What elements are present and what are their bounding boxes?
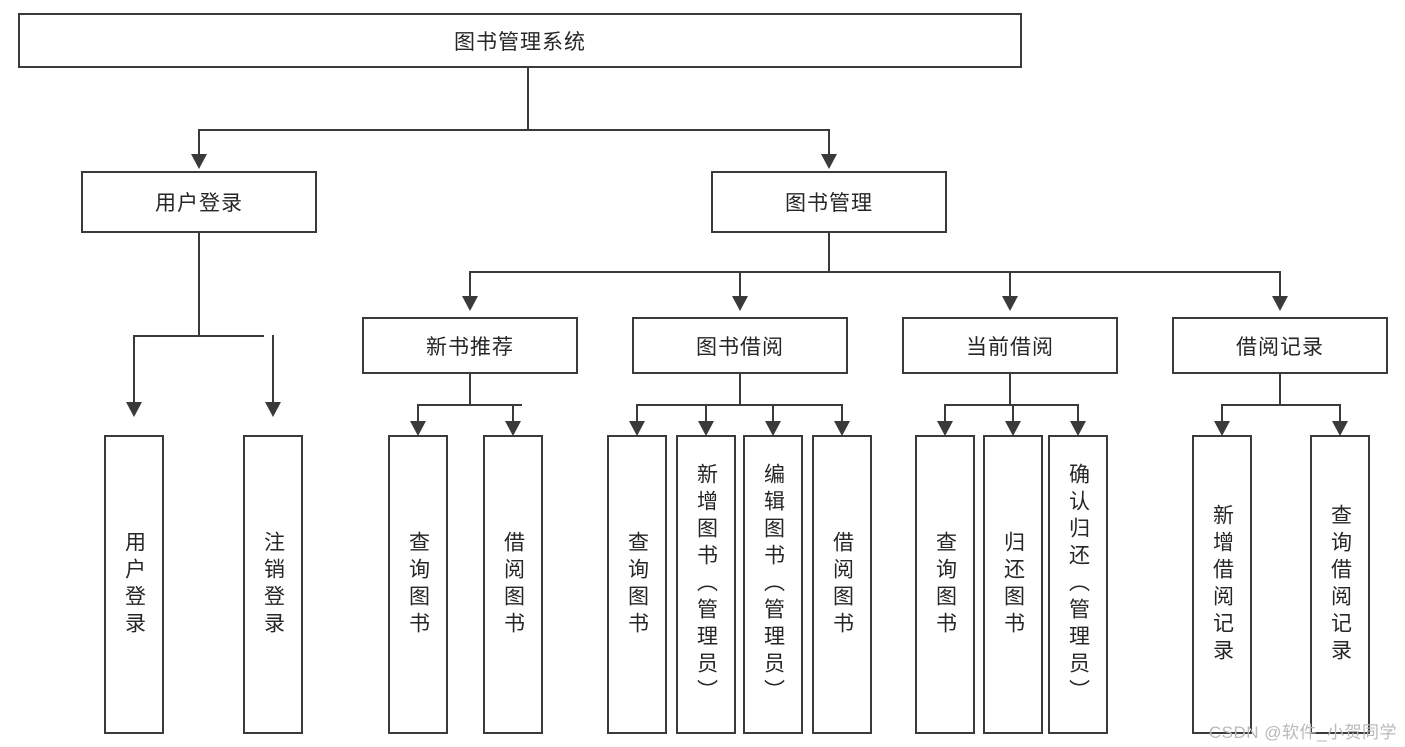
connector-bookmgmt-bus [469, 271, 1280, 273]
node-label: 查询图书 [406, 530, 430, 639]
leaf-query-borrow-record[interactable]: 查询借阅记录 [1310, 435, 1370, 734]
leaf-borrow-book-recommend[interactable]: 借阅图书 [483, 435, 543, 734]
node-label: 图书借阅 [696, 335, 784, 359]
leaf-add-book-admin[interactable]: 新增图书（管理员） [676, 435, 736, 734]
connector-bookborrow-to-leaf1 [636, 404, 638, 422]
connector-userlogin-to-leaf1 [133, 335, 135, 403]
connector-bookborrow-bus [636, 404, 842, 406]
connector-bookborrow-to-leaf2 [705, 404, 707, 422]
arrowhead-root-to-userlogin [191, 154, 207, 169]
leaf-user-login[interactable]: 用户登录 [104, 435, 164, 734]
node-root-system[interactable]: 图书管理系统 [18, 13, 1022, 68]
node-label: 新增借阅记录 [1210, 503, 1234, 666]
arrowhead-bookborrow-to-leaf1 [629, 421, 645, 436]
node-user-login[interactable]: 用户登录 [81, 171, 317, 233]
leaf-borrow-book[interactable]: 借阅图书 [812, 435, 872, 734]
arrowhead-userlogin-to-leaf2 [265, 402, 281, 417]
node-current-borrow[interactable]: 当前借阅 [902, 317, 1118, 374]
leaf-query-book-current[interactable]: 查询图书 [915, 435, 975, 734]
arrowhead-root-to-bookmgmt [821, 154, 837, 169]
connector-root-to-bookmgmt [828, 129, 830, 155]
connector-root-stem [527, 68, 529, 130]
node-label: 用户登录 [122, 530, 146, 639]
arrowhead-currentborrow-to-leaf2 [1005, 421, 1021, 436]
leaf-add-borrow-record[interactable]: 新增借阅记录 [1192, 435, 1252, 734]
node-label: 用户登录 [155, 192, 243, 215]
node-label: 编辑图书（管理员） [761, 463, 785, 706]
arrowhead-bookmgmt-to-c2 [732, 296, 748, 311]
arrowhead-borrowrecord-to-leaf2 [1332, 421, 1348, 436]
connector-root-to-userlogin [198, 129, 200, 155]
node-book-management[interactable]: 图书管理 [711, 171, 947, 233]
connector-newbook-to-leaf2 [512, 404, 514, 422]
connector-bookmgmt-to-c2 [739, 271, 741, 297]
leaf-logout[interactable]: 注销登录 [243, 435, 303, 734]
leaf-return-book[interactable]: 归还图书 [983, 435, 1043, 734]
connector-borrowrecord-bus [1221, 404, 1340, 406]
connector-newbook-stem [469, 374, 471, 405]
connector-currentborrow-to-leaf2 [1012, 404, 1014, 422]
connector-userlogin-bus [133, 335, 264, 337]
connector-userlogin-to-leaf2 [272, 335, 274, 403]
connector-bookmgmt-to-c1 [469, 271, 471, 297]
connector-root-bus [198, 129, 829, 131]
connector-currentborrow-bus [944, 404, 1078, 406]
arrowhead-bookmgmt-to-c4 [1272, 296, 1288, 311]
node-label: 借阅记录 [1236, 335, 1324, 359]
connector-bookborrow-to-leaf4 [841, 404, 843, 422]
connector-bookmgmt-to-c4 [1279, 271, 1281, 297]
node-label: 归还图书 [1001, 530, 1025, 639]
node-label: 借阅图书 [830, 530, 854, 639]
node-label: 确认归还（管理员） [1066, 463, 1090, 706]
node-label: 图书管理 [785, 192, 873, 215]
connector-userlogin-stem [198, 233, 200, 336]
arrowhead-newbook-to-leaf1 [410, 421, 426, 436]
arrowhead-bookborrow-to-leaf4 [834, 421, 850, 436]
node-book-borrow[interactable]: 图书借阅 [632, 317, 848, 374]
node-label: 当前借阅 [966, 335, 1054, 359]
node-label: 查询借阅记录 [1328, 503, 1352, 666]
arrowhead-bookmgmt-to-c1 [462, 296, 478, 311]
arrowhead-bookmgmt-to-c3 [1002, 296, 1018, 311]
connector-borrowrecord-to-leaf2 [1339, 404, 1341, 422]
node-label: 图书管理系统 [454, 30, 586, 54]
leaf-confirm-return-admin[interactable]: 确认归还（管理员） [1048, 435, 1108, 734]
arrowhead-borrowrecord-to-leaf1 [1214, 421, 1230, 436]
connector-bookborrow-stem [739, 374, 741, 405]
connector-bookmgmt-stem [828, 233, 830, 272]
connector-borrowrecord-stem [1279, 374, 1281, 405]
arrowhead-bookborrow-to-leaf2 [698, 421, 714, 436]
node-label: 借阅图书 [501, 530, 525, 639]
connector-currentborrow-stem [1009, 374, 1011, 405]
arrowhead-currentborrow-to-leaf3 [1070, 421, 1086, 436]
connector-currentborrow-to-leaf3 [1077, 404, 1079, 422]
connector-newbook-to-leaf1 [417, 404, 419, 422]
connector-bookborrow-to-leaf3 [772, 404, 774, 422]
connector-newbook-bus [417, 404, 522, 406]
node-new-book-recommend[interactable]: 新书推荐 [362, 317, 578, 374]
arrowhead-currentborrow-to-leaf1 [937, 421, 953, 436]
arrowhead-bookborrow-to-leaf3 [765, 421, 781, 436]
node-label: 新书推荐 [426, 335, 514, 359]
connector-currentborrow-to-leaf1 [944, 404, 946, 422]
leaf-query-book-borrow[interactable]: 查询图书 [607, 435, 667, 734]
connector-bookmgmt-to-c3 [1009, 271, 1011, 297]
node-label: 查询图书 [625, 530, 649, 639]
node-borrow-record[interactable]: 借阅记录 [1172, 317, 1388, 374]
connector-borrowrecord-to-leaf1 [1221, 404, 1223, 422]
arrowhead-userlogin-to-leaf1 [126, 402, 142, 417]
leaf-query-book-recommend[interactable]: 查询图书 [388, 435, 448, 734]
leaf-edit-book-admin[interactable]: 编辑图书（管理员） [743, 435, 803, 734]
node-label: 查询图书 [933, 530, 957, 639]
node-label: 注销登录 [261, 530, 285, 639]
arrowhead-newbook-to-leaf2 [505, 421, 521, 436]
node-label: 新增图书（管理员） [694, 463, 718, 706]
